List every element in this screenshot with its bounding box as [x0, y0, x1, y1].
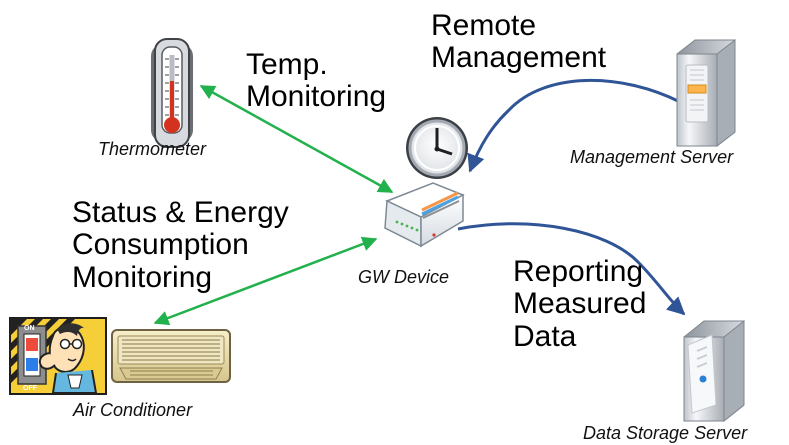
server-icon	[676, 38, 736, 148]
air-conditioner-icon	[111, 329, 231, 383]
air-conditioner-label: Air Conditioner	[73, 400, 193, 420]
status-energy-label: Status & Energy Consumption Monitoring	[72, 196, 289, 294]
clock-icon	[406, 117, 468, 179]
data-storage-server-label: Data Storage Server	[583, 423, 748, 443]
reporting-label: Reporting Measured Data	[513, 255, 647, 353]
gw-device-label: GW Device	[358, 267, 450, 287]
reporting-arrow	[457, 222, 686, 316]
server-icon	[683, 319, 745, 423]
thermometer-label: Thermometer	[98, 139, 207, 159]
thermometer-icon	[151, 38, 193, 148]
remote-management-arrow	[467, 79, 681, 173]
switch-on-label: ON	[24, 325, 35, 332]
switch-person-icon: ON OFF	[9, 317, 107, 395]
management-server-label: Management Server	[570, 147, 734, 167]
temperature-monitoring-arrow	[199, 84, 394, 194]
switch-off-label: OFF	[23, 385, 38, 392]
temp-monitoring-label: Temp. Monitoring	[246, 48, 387, 114]
router-clock-icon	[384, 117, 468, 248]
status-monitoring-arrow	[153, 236, 378, 326]
remote-management-label: Remote Management	[431, 9, 607, 75]
router-icon	[384, 182, 465, 248]
